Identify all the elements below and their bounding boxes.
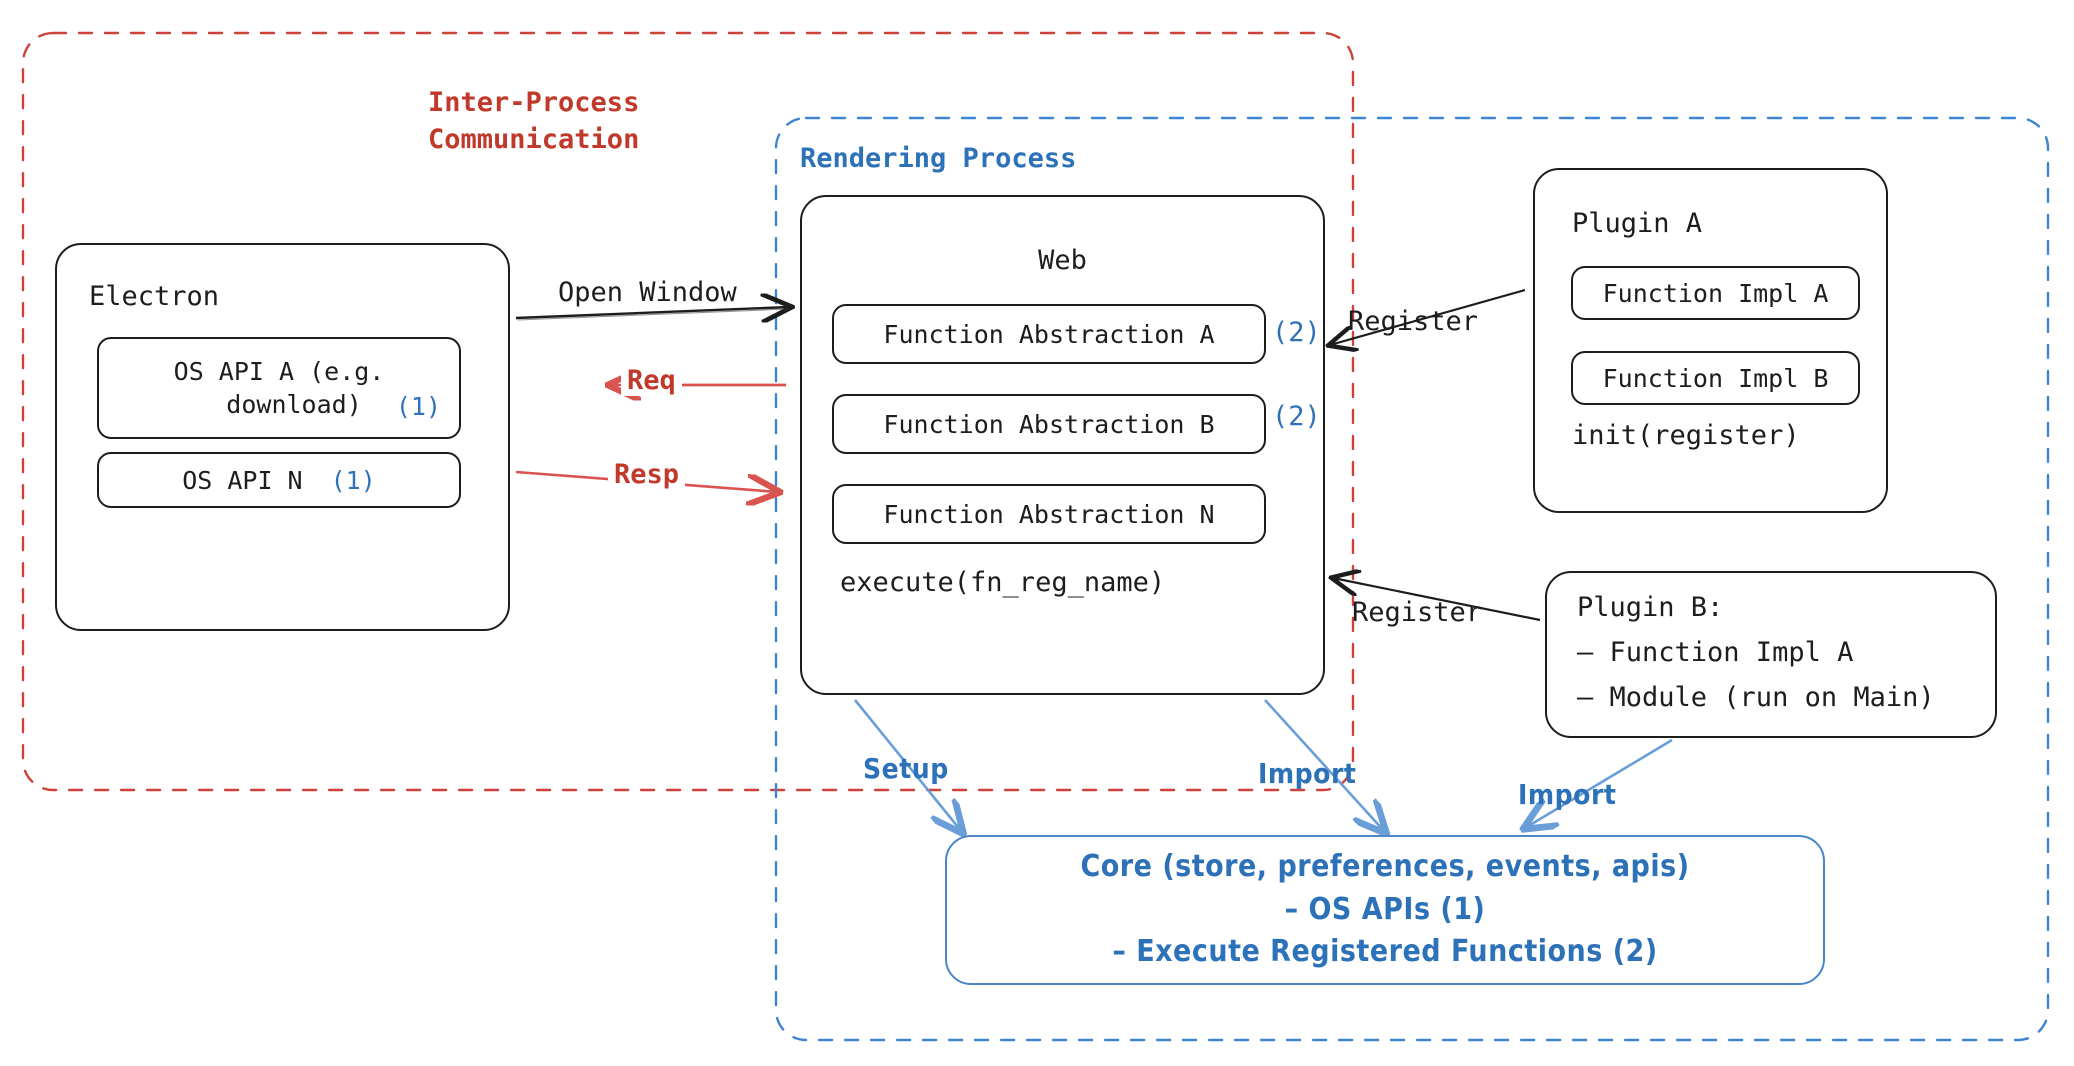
function-abstraction-a-label: Function Abstraction A [883, 319, 1215, 349]
core-line-2: – OS APIs (1) [1284, 891, 1486, 927]
electron-title: Electron [89, 281, 220, 312]
edge-label-register-plugin-a: Register [1348, 306, 1479, 337]
plugin-a-impl-b-label: Function Impl B [1602, 363, 1829, 393]
electron-box[interactable]: Electron OS API A (e.g. download) (1) OS… [55, 243, 510, 631]
plugin-b-line-impl-a: – Function Impl A [1577, 637, 1854, 668]
function-abstraction-b-label: Function Abstraction B [883, 409, 1215, 439]
function-abstraction-b-tag: (2) [1272, 401, 1321, 432]
web-box[interactable]: Web Function Abstraction A (2) Function … [800, 195, 1325, 695]
function-abstraction-n-label: Function Abstraction N [883, 499, 1215, 529]
edge-label-setup: Setup [863, 752, 949, 785]
os-api-a-box[interactable]: OS API A (e.g. download) (1) [97, 337, 461, 439]
core-line-3: – Execute Registered Functions (2) [1112, 934, 1658, 970]
plugin-a-impl-b-box[interactable]: Function Impl B [1571, 351, 1860, 405]
core-box[interactable]: Core (store, preferences, events, apis) … [945, 835, 1825, 985]
core-line-1: Core (store, preferences, events, apis) [1080, 849, 1690, 885]
edge-label-open-window: Open Window [558, 277, 737, 308]
function-abstraction-n-box[interactable]: Function Abstraction N [832, 484, 1266, 544]
os-api-a-label: OS API A (e.g. download) [173, 357, 385, 419]
edge-label-req: Req [621, 365, 682, 396]
region-label-rendering-process: Rendering Process [800, 143, 1077, 174]
edge-label-register-plugin-b: Register [1352, 597, 1483, 628]
function-abstraction-a-box[interactable]: Function Abstraction A [832, 304, 1266, 364]
plugin-a-impl-a-box[interactable]: Function Impl A [1571, 266, 1860, 320]
plugin-b-line-module: – Module (run on Main) [1577, 682, 1935, 713]
plugin-a-title: Plugin A [1572, 208, 1703, 239]
web-title: Web [1038, 245, 1087, 276]
os-api-n-tag: (1) [330, 465, 376, 495]
plugin-a-impl-a-label: Function Impl A [1602, 278, 1829, 308]
plugin-b-title: Plugin B: [1577, 592, 1724, 623]
plugin-a-box[interactable]: Plugin A Function Impl A Function Impl B… [1533, 168, 1888, 513]
edge-label-import-plugin-b: Import [1518, 778, 1617, 811]
function-abstraction-a-tag: (2) [1272, 317, 1321, 348]
web-execute-method: execute(fn_reg_name) [840, 567, 1166, 598]
os-api-n-label: OS API N [182, 465, 303, 495]
function-abstraction-b-box[interactable]: Function Abstraction B [832, 394, 1266, 454]
arrow-open-window [515, 307, 790, 318]
plugin-a-init-method: init(register) [1572, 420, 1800, 451]
edge-label-resp: Resp [608, 459, 686, 490]
region-label-ipc: Inter-Process Communication [428, 87, 640, 156]
os-api-n-box[interactable]: OS API N (1) [97, 452, 461, 508]
edge-label-import-web: Import [1258, 757, 1357, 790]
os-api-a-tag: (1) [395, 392, 441, 421]
plugin-b-box[interactable]: Plugin B: – Function Impl A – Module (ru… [1545, 571, 1997, 738]
